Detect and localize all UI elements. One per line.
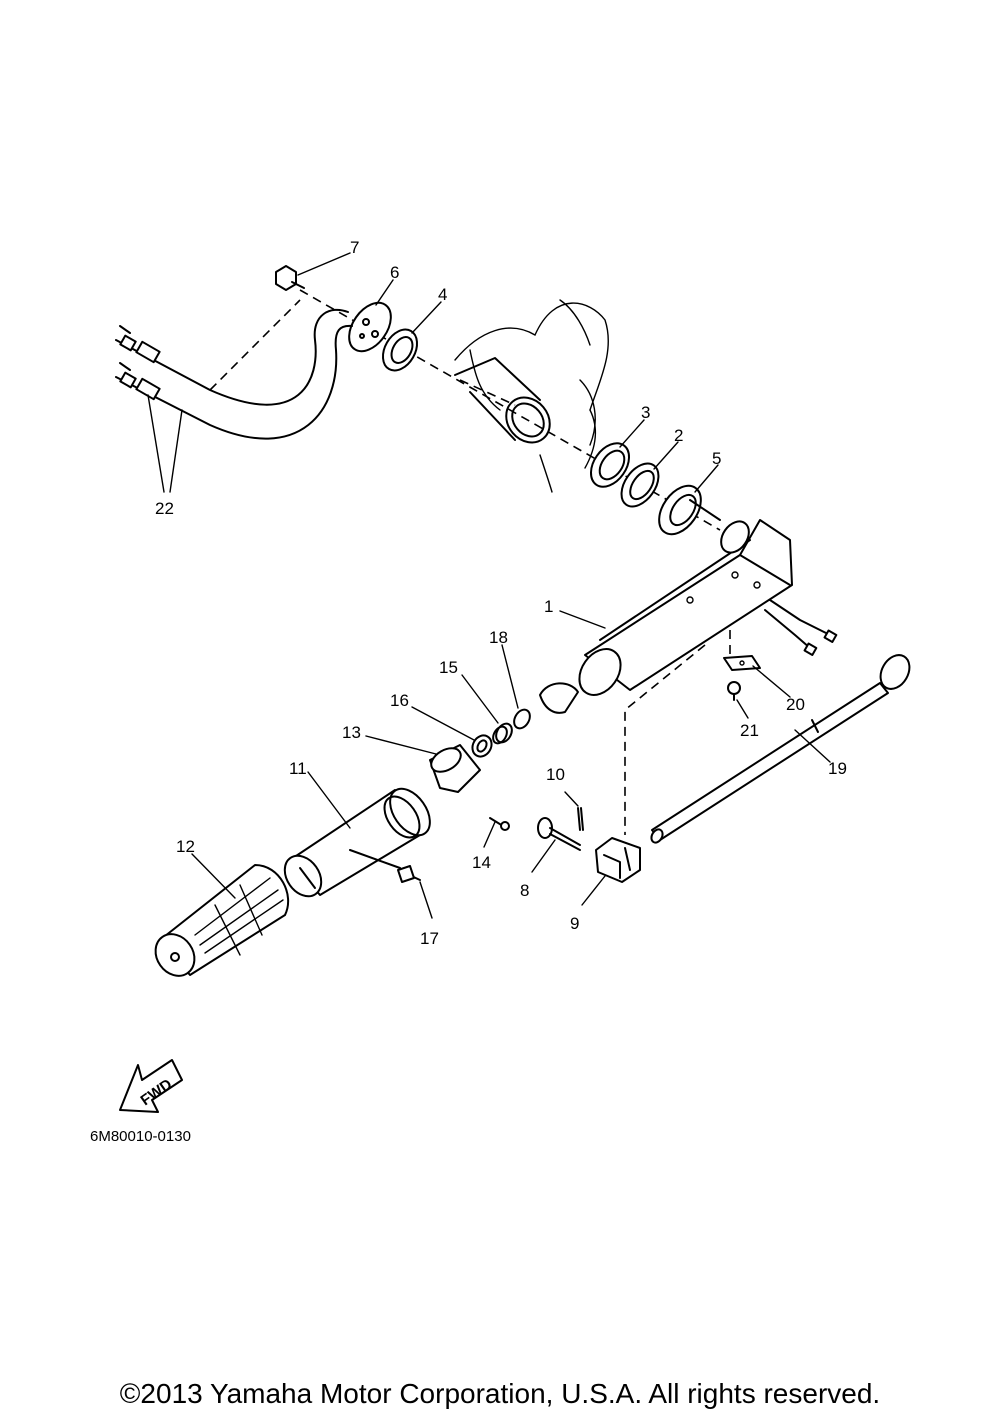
friction-block-9 bbox=[595, 837, 641, 883]
part-number-labels: 7 6 4 3 2 5 22 1 18 15 16 13 11 12 14 17… bbox=[155, 238, 847, 948]
part-label-13: 13 bbox=[342, 723, 361, 742]
forward-direction-arrow: FWD bbox=[119, 1059, 183, 1113]
bushing-5 bbox=[658, 484, 721, 536]
cotter-pin-10 bbox=[577, 807, 584, 831]
part-label-4: 4 bbox=[438, 285, 447, 304]
friction-bolt-8 bbox=[537, 817, 581, 851]
screw-17 bbox=[397, 865, 421, 883]
part-label-18: 18 bbox=[489, 628, 508, 647]
screw-14 bbox=[489, 817, 510, 831]
screw-21 bbox=[727, 681, 741, 701]
part-label-12: 12 bbox=[176, 837, 195, 856]
part-label-17: 17 bbox=[420, 929, 439, 948]
part-label-10: 10 bbox=[546, 765, 565, 784]
part-label-5: 5 bbox=[712, 449, 721, 468]
part-label-3: 3 bbox=[641, 403, 650, 422]
assembly-guide-lines bbox=[624, 630, 731, 835]
plate-20 bbox=[723, 655, 761, 671]
steering-handle-1 bbox=[539, 519, 838, 714]
bolt-7 bbox=[275, 265, 305, 291]
part-label-21: 21 bbox=[740, 721, 759, 740]
engine-housing-outline bbox=[454, 299, 609, 493]
shift-rod-19 bbox=[650, 654, 911, 844]
part-label-16: 16 bbox=[390, 691, 409, 710]
grip-sleeve-13 bbox=[429, 744, 481, 793]
copyright-notice: ©2013 Yamaha Motor Corporation, U.S.A. A… bbox=[119, 1378, 881, 1409]
part-label-8: 8 bbox=[520, 881, 529, 900]
leader-lines bbox=[147, 252, 831, 919]
throttle-cables-22 bbox=[115, 299, 353, 440]
plate-6 bbox=[348, 301, 392, 353]
part-label-11: 11 bbox=[289, 759, 307, 778]
washer-3 bbox=[589, 442, 631, 488]
throttle-grip-11 bbox=[283, 787, 431, 898]
steering-bracket-tube bbox=[454, 357, 551, 444]
part-label-22: 22 bbox=[155, 499, 174, 518]
part-label-20: 20 bbox=[786, 695, 805, 714]
part-label-14: 14 bbox=[472, 853, 491, 872]
part-label-19: 19 bbox=[828, 759, 847, 778]
part-label-7: 7 bbox=[350, 238, 359, 257]
handle-grip-12 bbox=[154, 864, 290, 977]
part-label-15: 15 bbox=[439, 658, 458, 677]
washer-2 bbox=[620, 462, 660, 508]
diagram-code: 6M80010-0130 bbox=[90, 1128, 191, 1145]
collar-18 bbox=[513, 708, 531, 730]
spring-15 bbox=[492, 722, 513, 745]
part-label-1: 1 bbox=[544, 597, 553, 616]
part-label-2: 2 bbox=[674, 426, 683, 445]
washer-4 bbox=[381, 328, 419, 372]
washer-16 bbox=[471, 734, 493, 758]
part-label-6: 6 bbox=[390, 263, 399, 282]
part-label-9: 9 bbox=[570, 914, 579, 933]
